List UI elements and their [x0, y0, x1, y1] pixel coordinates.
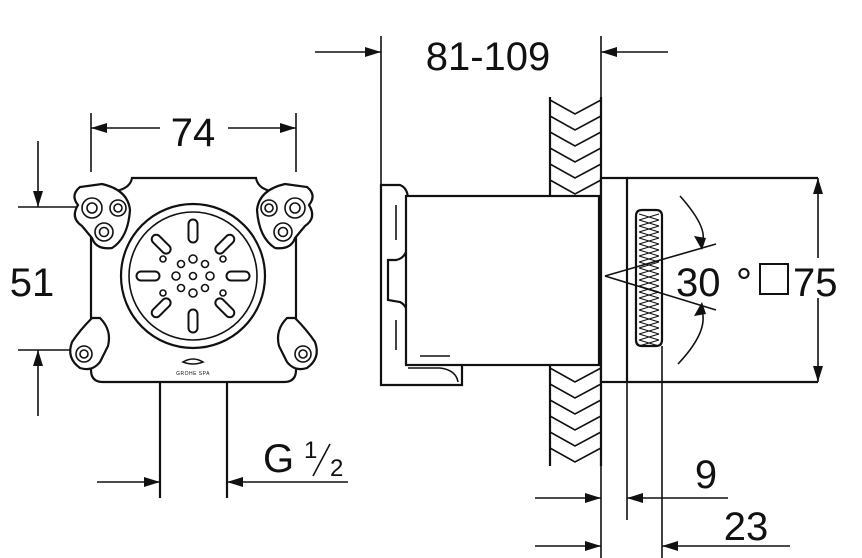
knurl-line — [638, 273, 660, 281]
hatch-line — [549, 447, 602, 463]
hatch-line — [549, 399, 602, 415]
brand-logo: GROHE SPA — [176, 358, 210, 377]
mounting-lug-top-right — [255, 182, 314, 250]
angle-value: 30 — [676, 261, 721, 305]
hatch-line — [549, 131, 602, 147]
height-dimension: 51 — [10, 141, 88, 416]
nozzle-slot-inner — [216, 299, 234, 317]
knurl-line — [638, 291, 660, 299]
knurl-line — [638, 249, 660, 257]
height-label: 51 — [10, 261, 55, 305]
side-view: 81-109 — [315, 35, 858, 558]
offset-dimension: 23 — [535, 346, 790, 558]
knurl-line — [638, 327, 660, 335]
knurl-line — [638, 309, 660, 317]
thread-label: G — [263, 437, 294, 481]
angle-unit: ° — [736, 261, 752, 305]
mounting-lug-top-left — [73, 182, 132, 250]
shower-head-face — [119, 202, 267, 350]
offset-label: 23 — [724, 505, 769, 549]
knurl-line — [638, 339, 660, 347]
square-size-label: 75 — [793, 261, 838, 305]
hatch-line — [549, 367, 602, 383]
spray-angle: 30 ° — [604, 195, 752, 365]
wall-section-bottom — [548, 365, 603, 466]
square-size-dimension: 75 — [759, 178, 858, 382]
knurl-line — [638, 213, 660, 221]
knurl-line — [638, 303, 660, 311]
hatch-line — [549, 99, 602, 115]
knurl-line — [638, 261, 660, 269]
knurl-line — [638, 333, 660, 341]
hatch-line — [549, 147, 602, 163]
knurl-line — [638, 243, 660, 251]
knurl-line — [638, 225, 660, 233]
knurl-line — [638, 267, 660, 275]
width-label: 74 — [171, 111, 216, 155]
hatch-line — [549, 179, 602, 195]
hatch-line — [549, 115, 602, 131]
front-view: 74 51 — [10, 111, 348, 498]
hatch-line — [549, 383, 602, 399]
knurl-line — [638, 315, 660, 323]
plate-thickness-dimension: 9 — [535, 383, 728, 520]
square-symbol-icon — [759, 263, 789, 295]
knurl-line — [638, 231, 660, 239]
depth-dimension: 81-109 — [315, 35, 668, 558]
hatch-line — [549, 431, 602, 447]
nozzle-slot-inner — [216, 235, 234, 253]
shower-plate — [599, 176, 818, 384]
logo-text: GROHE SPA — [176, 371, 210, 377]
width-dimension: 74 — [90, 111, 297, 172]
inlet-pipe — [158, 383, 229, 498]
thread-numerator: 1 — [304, 437, 317, 464]
knurl-line — [638, 279, 660, 287]
mounting-lug-bottom-left — [69, 316, 111, 371]
knurl-line — [638, 237, 660, 245]
thread-dimension: G 1 2 — [97, 437, 348, 487]
nozzle-slot-inner — [152, 299, 170, 317]
hatch-line — [549, 163, 602, 179]
plate-thickness-label: 9 — [695, 453, 717, 497]
mounting-box-side — [379, 183, 601, 387]
depth-label: 81-109 — [426, 35, 551, 79]
hatch-line — [549, 415, 602, 431]
mounting-lug-bottom-right — [276, 316, 318, 371]
knurl-line — [638, 297, 660, 305]
knurl-line — [638, 255, 660, 263]
nozzle-slot-inner — [152, 235, 170, 253]
wall-section-top — [548, 97, 603, 195]
thread-denominator: 2 — [330, 455, 343, 482]
knurl-line — [638, 321, 660, 329]
knurl-line — [638, 219, 660, 227]
